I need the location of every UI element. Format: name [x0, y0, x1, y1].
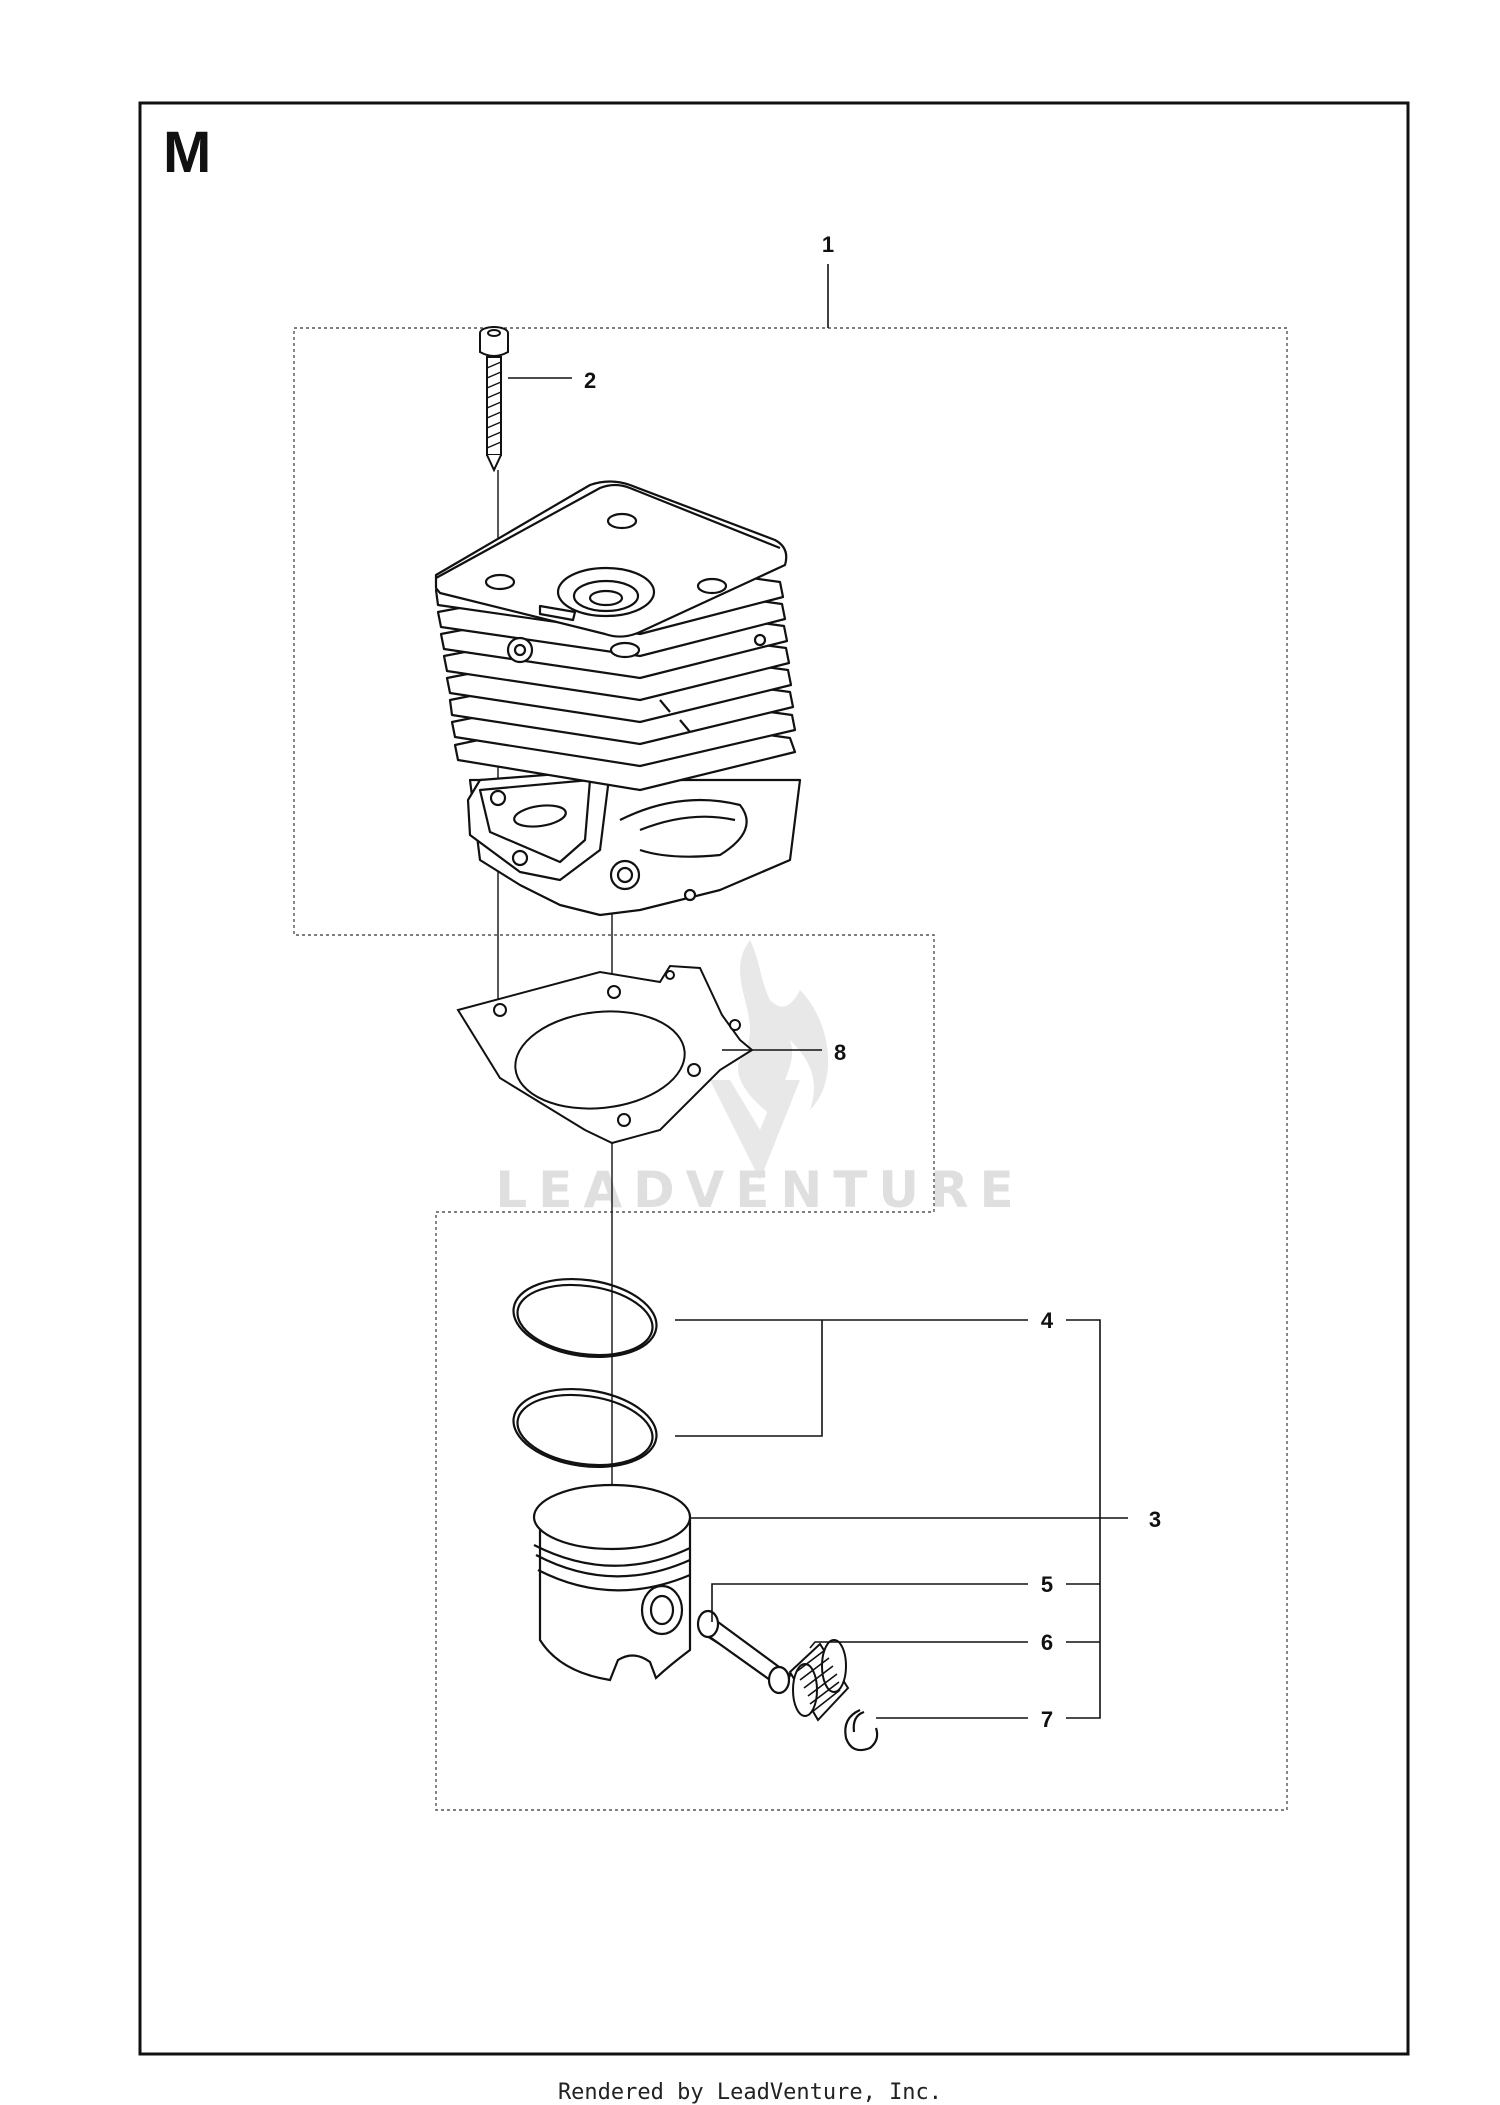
section-letter: M — [163, 120, 211, 185]
group-outline — [293, 327, 1288, 1811]
leader-lines-piston — [675, 1319, 1128, 1719]
watermark-text: LEADVENTURE — [495, 1161, 1024, 1219]
callout-8: 8 — [834, 1040, 846, 1065]
watermark-logo: LEADVENTURE — [495, 940, 1024, 1219]
cylinder-screw — [479, 326, 509, 473]
callout-7: 7 — [1041, 1707, 1053, 1732]
piston-ring-upper — [512, 1277, 658, 1359]
circlip — [844, 1708, 879, 1752]
callout-5: 5 — [1041, 1572, 1053, 1597]
callout-3: 3 — [1149, 1507, 1161, 1532]
callout-4: 4 — [1041, 1308, 1054, 1333]
needle-bearing — [788, 1639, 850, 1722]
diagram-border — [138, 101, 1410, 2056]
cylinder — [434, 480, 802, 917]
callout-1: 1 — [822, 232, 834, 257]
cylinder-gasket — [456, 964, 754, 1145]
piston-pin — [696, 1609, 792, 1695]
callout-2: 2 — [584, 368, 596, 393]
piston — [532, 1483, 692, 1682]
footer-credit: Rendered by LeadVenture, Inc. — [557, 2080, 943, 2105]
callout-6: 6 — [1041, 1630, 1053, 1655]
piston-ring-lower — [512, 1387, 658, 1469]
